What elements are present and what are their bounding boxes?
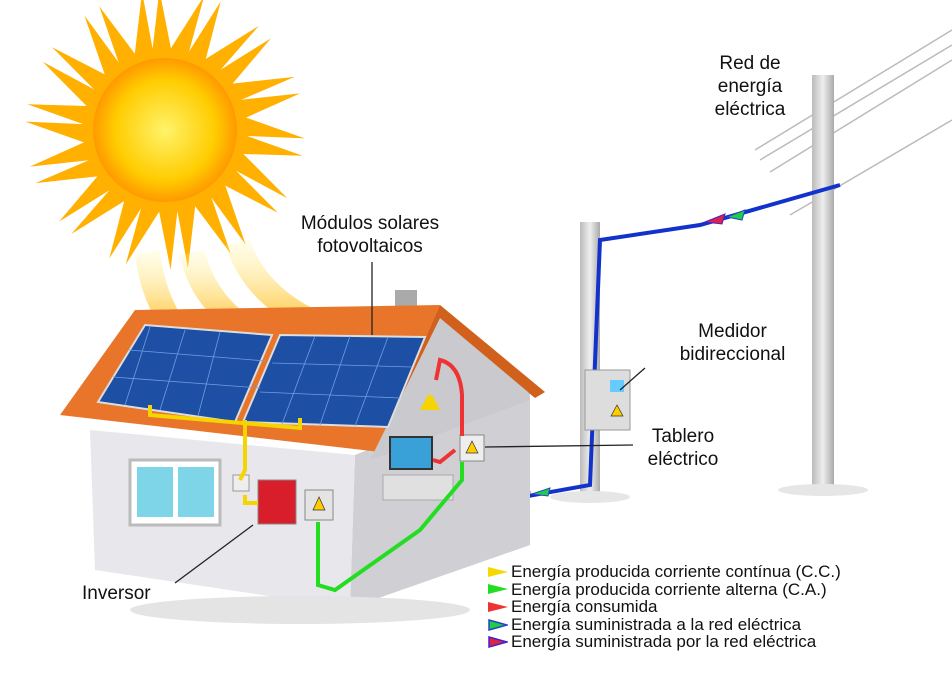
meter-label-line: Medidor (698, 321, 767, 342)
power-lines (754, 29, 952, 216)
grid-label-line: Red de (719, 53, 781, 74)
panel-board-label-line: eléctrico (647, 449, 719, 470)
modules-label-line: fotovoltaicos (317, 236, 423, 257)
green-arrow-icon (488, 584, 508, 595)
inverter-box (257, 479, 297, 525)
energy-flows (148, 357, 464, 593)
sun-icon (25, 0, 305, 270)
legend: Energía producida corriente contínua (C.… (488, 563, 841, 651)
green-blue-arrow-icon (488, 618, 508, 631)
panel-board-label: Tablero eléctrico (628, 425, 738, 471)
legend-text: Energía producida corriente alterna (C.A… (511, 579, 827, 599)
red-purple-arrow-icon (488, 636, 508, 649)
legend-item: Energía consumida (488, 598, 841, 616)
yellow-arrow-icon (488, 566, 508, 577)
grid-label: Red de energía eléctrica (690, 52, 810, 121)
pointer-lines (174, 262, 646, 584)
legend-text: Energía suministrada por la red eléctric… (511, 632, 817, 652)
inverter-label: Inversor (82, 583, 151, 604)
legend-text: Energía consumida (511, 597, 658, 617)
legend-item: Energía suministrada a la red eléctrica (488, 616, 841, 634)
modules-label-line: Módulos solares (300, 213, 440, 234)
legend-item: Energía producida corriente alterna (C.A… (488, 579, 841, 599)
solar-panel-right (241, 333, 427, 429)
legend-item: Energía producida corriente contínua (C.… (488, 563, 841, 581)
house (60, 290, 545, 624)
legend-item: Energía suministrada por la red eléctric… (488, 633, 841, 651)
legend-text: Energía producida corriente contínua (C.… (511, 562, 841, 581)
meter-label: Medidor bidireccional (660, 320, 805, 366)
meter-label-line: bidireccional (679, 344, 786, 365)
grid-pole (812, 75, 834, 490)
modules-label: Módulos solares fotovoltaicos (280, 212, 460, 258)
bidirectional-meter (584, 369, 631, 431)
red-arrow-icon (488, 601, 508, 612)
grid-label-line: energía (717, 76, 783, 97)
solar-panel-left (96, 323, 274, 424)
panel-board-label-line: Tablero (651, 426, 715, 447)
legend-text: Energía suministrada a la red eléctrica (511, 614, 802, 634)
grid-label-line: eléctrica (714, 99, 786, 120)
